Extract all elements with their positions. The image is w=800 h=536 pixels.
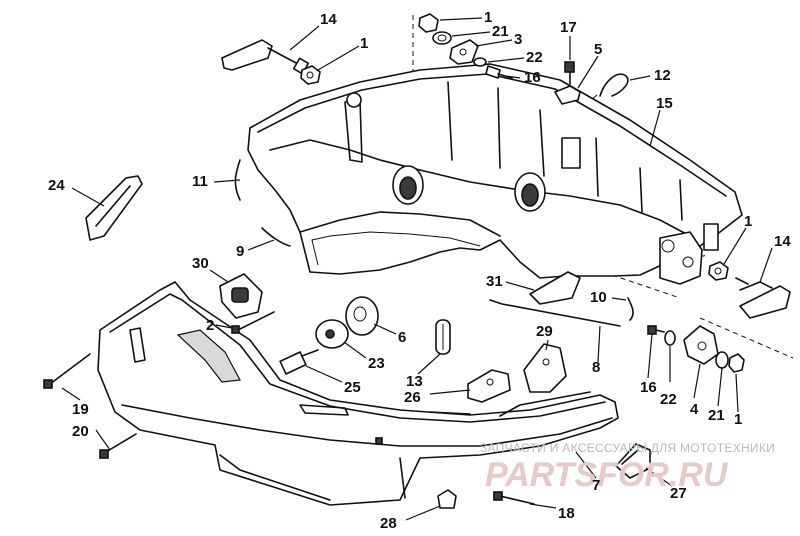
washer-22-right	[664, 330, 676, 346]
callout-25: 25	[344, 379, 361, 396]
callout-21-top: 21	[492, 23, 509, 40]
nut-right-lower	[728, 353, 745, 373]
callout-1-top: 1	[484, 9, 492, 26]
callout-10: 10	[590, 289, 607, 306]
hardware-stack-top	[418, 13, 513, 79]
callout-29: 29	[536, 323, 553, 340]
callout-labels: 14 1 1 21 3 22 16 17 5 12 15 24 11 9 1 1…	[48, 9, 791, 532]
callout-13: 13	[406, 373, 423, 390]
bracket-29	[523, 343, 567, 393]
callout-26: 26	[404, 389, 421, 406]
watermark-caption: ЗАПЧАСТИ И АКСЕССУАРЫ ДЛЯ МОТОТЕХНИКИ	[480, 441, 775, 455]
callout-20: 20	[72, 423, 89, 440]
watermark-logo: PARTSFOR.RU	[485, 456, 729, 494]
callout-31: 31	[486, 273, 503, 290]
callout-1-top-left: 1	[360, 35, 368, 52]
callout-6: 6	[398, 329, 406, 346]
callout-7: 7	[592, 477, 600, 494]
nut-right	[708, 261, 729, 281]
seal-strip-9	[261, 227, 291, 247]
washer-23	[315, 319, 349, 349]
callout-5: 5	[594, 41, 602, 58]
callout-19: 19	[72, 401, 89, 418]
callout-3: 3	[514, 31, 522, 48]
callout-21-right: 21	[708, 407, 725, 424]
seal-strip-11	[234, 159, 241, 201]
plate-31	[529, 271, 581, 305]
upper-cowl-housing	[247, 63, 743, 285]
washer-21-right	[715, 351, 729, 369]
callout-1-right-lower: 1	[734, 411, 742, 428]
latch-handle-top-left	[221, 39, 310, 75]
bolt-20	[99, 433, 137, 459]
nut-top-left	[300, 65, 321, 85]
screw-2	[231, 311, 275, 334]
bumper-6	[345, 296, 379, 336]
callout-27: 27	[670, 485, 687, 502]
watermark: ЗАПЧАСТИ И АКСЕССУАРЫ ДЛЯ МОТОТЕХНИКИ PA…	[480, 441, 775, 494]
fastener-28	[437, 489, 457, 509]
callout-22-right: 22	[660, 391, 677, 408]
hairpin-12	[599, 73, 629, 97]
callout-18: 18	[558, 505, 575, 522]
block-26	[467, 369, 511, 403]
leader-lines	[61, 17, 773, 521]
callout-8: 8	[592, 359, 600, 376]
latch-handle-right	[735, 277, 791, 319]
wire-10	[627, 297, 634, 321]
lower-cowl-housing	[97, 281, 619, 506]
callout-16-right: 16	[640, 379, 657, 396]
callout-15: 15	[656, 95, 673, 112]
callout-11: 11	[192, 173, 208, 190]
bolt-18	[493, 491, 535, 505]
callout-23: 23	[368, 355, 385, 372]
callout-14-top: 14	[320, 11, 337, 28]
grommet-27	[615, 443, 651, 479]
callout-2: 2	[206, 317, 214, 334]
callout-22-top: 22	[526, 49, 543, 66]
callout-24: 24	[48, 177, 65, 194]
callout-28: 28	[380, 515, 397, 532]
latch-bracket-4	[683, 325, 719, 365]
bolt-16-right	[647, 325, 665, 335]
spacer-13	[435, 319, 451, 355]
screw-17	[564, 61, 575, 85]
grip-handle-24	[85, 175, 143, 241]
callout-9: 9	[236, 243, 244, 260]
callout-14-right: 14	[774, 233, 791, 250]
callout-4: 4	[690, 401, 699, 418]
callout-1-right: 1	[744, 213, 752, 230]
bolt-19	[43, 353, 91, 389]
rod-8	[489, 299, 621, 327]
callout-17: 17	[560, 19, 577, 36]
callout-30: 30	[192, 255, 209, 272]
callout-12: 12	[654, 67, 671, 84]
grommet-30	[219, 273, 263, 319]
callout-16-top: 16	[524, 69, 541, 86]
stud-25	[279, 349, 319, 375]
clip-5	[554, 85, 581, 105]
